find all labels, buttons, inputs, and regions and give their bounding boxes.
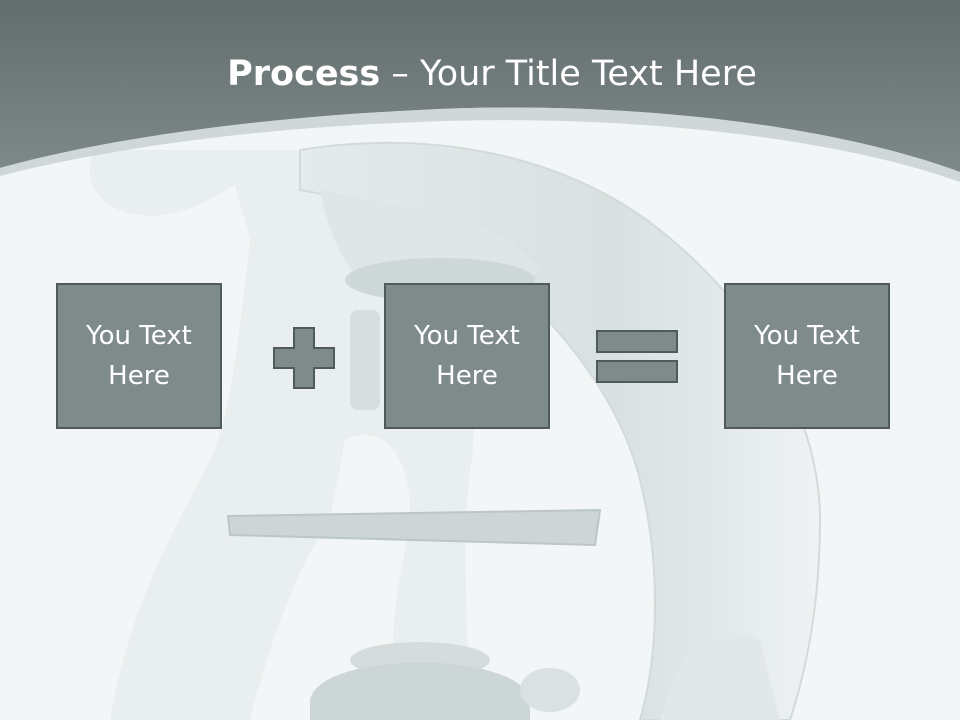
title-rest-text: – Your Title Text Here [380, 54, 757, 94]
slide-title: Process – Your Title Text Here [0, 52, 960, 96]
text-box-1: You Text Here [56, 283, 222, 429]
header-banner [0, 0, 960, 182]
plus-icon [273, 327, 335, 389]
text-box-2: You Text Here [384, 283, 550, 429]
title-bold-text: Process [227, 54, 381, 94]
text-box-3: You Text Here [724, 283, 890, 429]
equals-icon [596, 330, 678, 383]
